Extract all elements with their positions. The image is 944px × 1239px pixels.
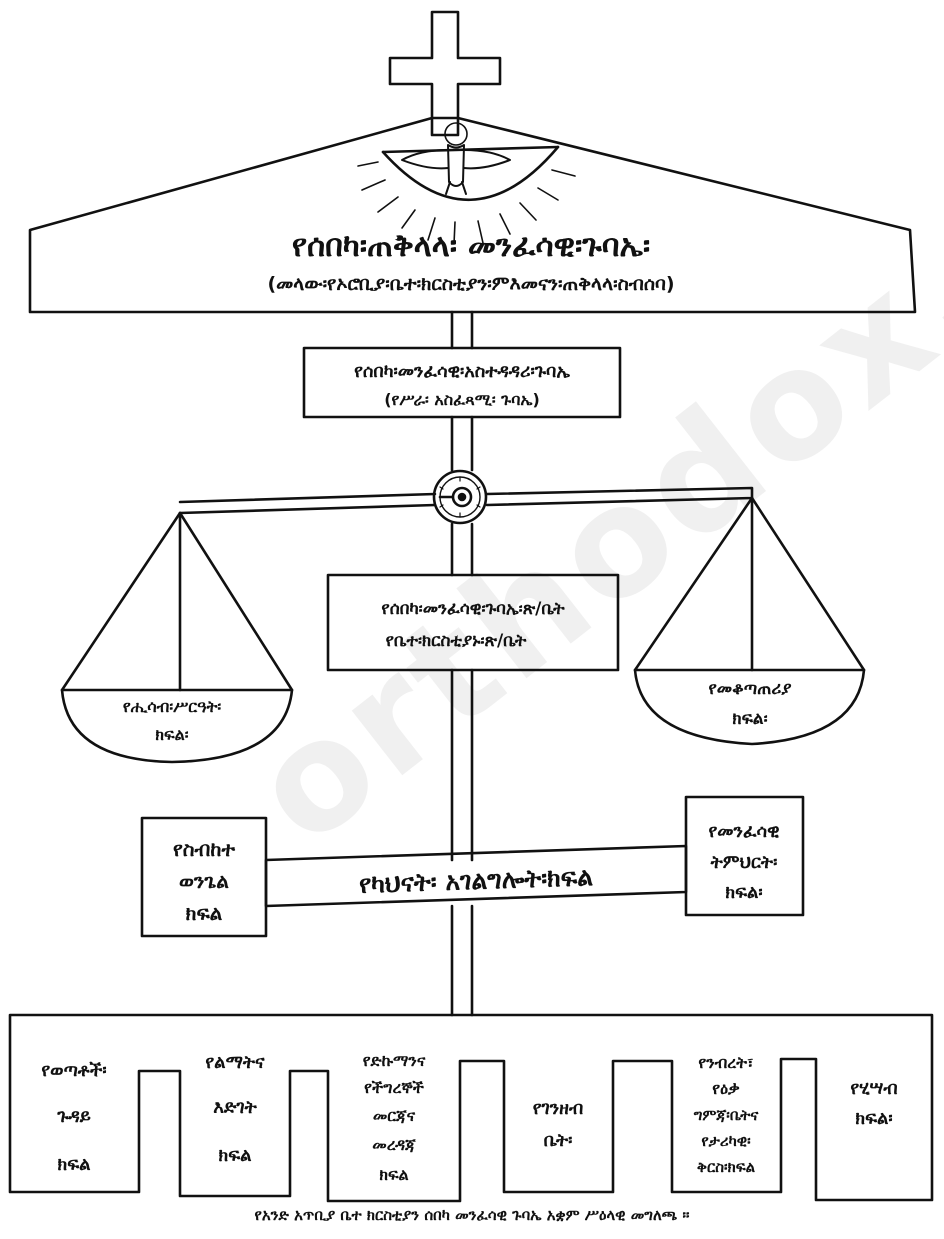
office-line-1: የሰበካ፡መንፈሳዊ፡ጉባኤ፡ጽ/ቤት xyxy=(381,599,565,619)
dept-charity-line-2: የችግረኞች xyxy=(364,1078,424,1097)
dept-charity-line-1: የድኩማንና xyxy=(363,1051,426,1070)
right-box-line-1: የመንፈሳዊ xyxy=(709,821,780,842)
balance-beam xyxy=(178,486,754,515)
beam-label: የካህናት፡ አገልግሎት፡ክፍል xyxy=(359,862,594,899)
diagram-caption: የአንድ አጥቢያ ቤተ ክርስቲያን ሰበካ መንፈሳዊ ጉባኤ አቋም ሥዕ… xyxy=(254,1206,690,1224)
left-box-line-3: ክፍል xyxy=(186,901,223,925)
balance-dial-icon xyxy=(432,469,488,525)
dept-development-line-1: የልማትና xyxy=(205,1052,265,1073)
right-side-box xyxy=(684,795,805,917)
dept-property-line-5: ቅርስ፡ክፍል xyxy=(697,1158,756,1176)
dept-accounting-line-1: የሂሣብ xyxy=(850,1078,897,1099)
council-line-2: (የሥራ፡ አስፈጻሚ፡ ጉባኤ) xyxy=(384,390,540,409)
left-pan-line-2: ክፍል፡ xyxy=(155,725,188,744)
dept-youth-line-2: ጉዳይ xyxy=(56,1106,91,1127)
dept-charity-line-5: ክፍል xyxy=(379,1165,408,1184)
dept-property-line-3: ግምጃ፡ቤትና xyxy=(694,1106,760,1124)
dept-development-line-2: እድገት xyxy=(213,1097,257,1118)
dept-treasury-line-1: የገንዘብ xyxy=(533,1098,584,1119)
dept-treasury-line-2: ቤት፡ xyxy=(544,1130,573,1151)
council-box xyxy=(302,346,622,419)
dove-icon xyxy=(357,122,576,245)
dept-property-line-2: የዕቃ xyxy=(712,1079,740,1098)
right-pan-line-2: ክፍል፡ xyxy=(732,709,767,729)
roof-subtitle: (መላው፡የኦሮቢያ፡ቤተ፡ክርስቲያን፡ምእመናን፡ጠቅላላ፡ስብሰባ) xyxy=(267,273,674,295)
dept-youth-line-3: ክፍል xyxy=(57,1154,91,1175)
dept-charity-line-3: መርጃና xyxy=(373,1106,416,1125)
dept-development-line-3: ክፍል xyxy=(218,1145,252,1166)
council-line-1: የሰበካ፡መንፈሳዊ፡አስተዳዳሪ፡ጉባኤ xyxy=(354,361,570,382)
dept-accounting-line-2: ክፍል፡ xyxy=(855,1108,892,1129)
roof-title: የሰበካ፡ጠቅላላ፡ መንፈሳዊ፡ጉባኤ፡ xyxy=(292,228,650,264)
dept-charity-line-4: መረዳጃ xyxy=(372,1135,416,1154)
roof-shape xyxy=(28,116,917,314)
left-scale-pan xyxy=(60,688,294,764)
right-scale-pan xyxy=(633,668,866,746)
right-box-line-2: ትምህርት፡ xyxy=(710,852,778,873)
cross-icon xyxy=(388,10,502,137)
office-line-2: የቤተ፡ክርስቲያኑ፡ጽ/ቤት xyxy=(386,631,527,651)
dept-youth-line-1: የወጣቶች፡ xyxy=(41,1060,106,1081)
dept-property-line-4: የታሪካዊ፡ xyxy=(701,1132,751,1150)
left-box-line-2: ወንጌል xyxy=(179,869,229,893)
right-box-line-3: ክፍል፡ xyxy=(725,882,762,903)
departments-frame xyxy=(8,1013,934,1203)
left-box-line-1: የስብከተ xyxy=(173,837,235,861)
right-pan-line-1: የመቆጣጠሪያ xyxy=(708,679,791,699)
dept-property-line-1: የንብረት፣ xyxy=(698,1053,753,1072)
left-pan-line-1: የሒሳብ፡ሥርዓት፡ xyxy=(123,697,222,716)
office-box xyxy=(326,573,620,672)
